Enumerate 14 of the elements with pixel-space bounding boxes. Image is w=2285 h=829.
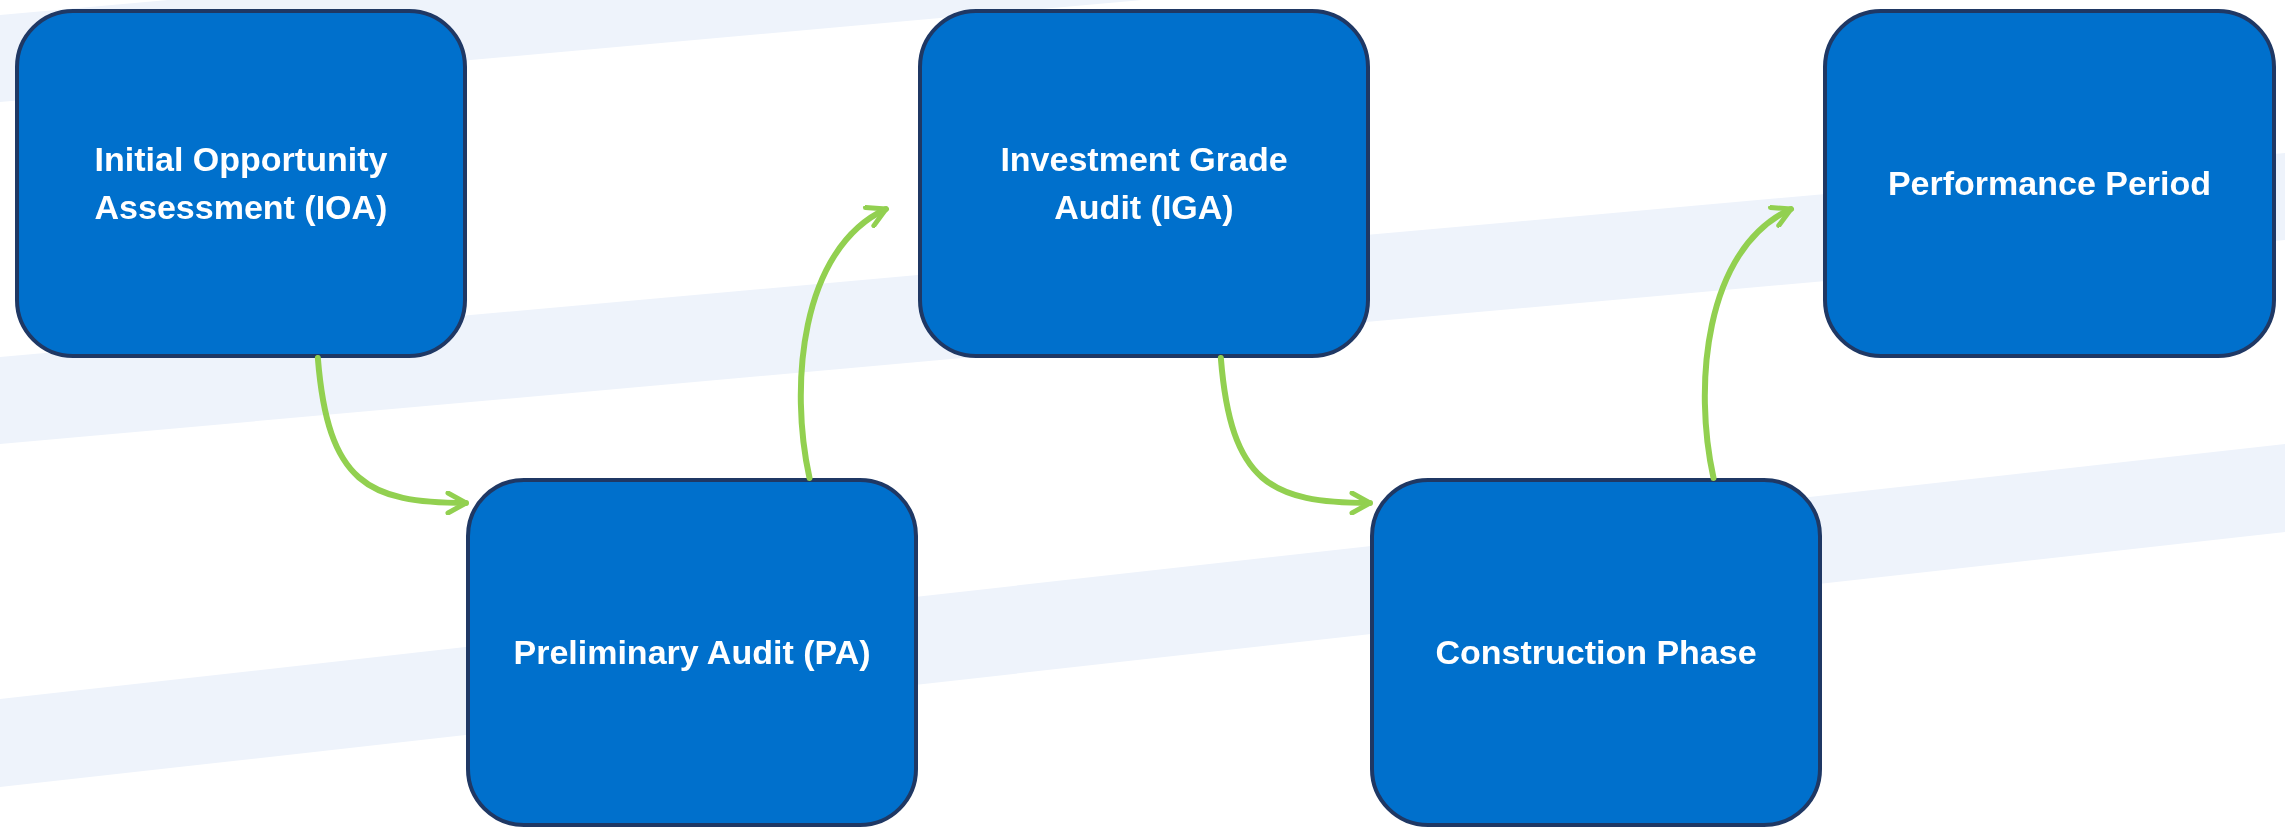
process-box bbox=[15, 9, 467, 358]
process-box bbox=[1370, 478, 1822, 827]
curved-arrow bbox=[1701, 206, 1794, 481]
step-label: Investment Grade Audit (IGA) bbox=[999, 138, 1289, 228]
curved-arrow bbox=[797, 206, 889, 481]
process-box bbox=[918, 9, 1370, 358]
process-box bbox=[1823, 9, 2276, 358]
step-label: Initial Opportunity Assessment (IOA) bbox=[93, 138, 389, 228]
curved-arrow bbox=[1217, 355, 1373, 516]
step-label: Preliminary Audit (PA) bbox=[513, 631, 871, 673]
process-box bbox=[466, 478, 918, 827]
curved-arrow bbox=[314, 355, 469, 516]
step-label: Performance Period bbox=[1887, 162, 2212, 204]
step-label: Construction Phase bbox=[1435, 631, 1757, 673]
